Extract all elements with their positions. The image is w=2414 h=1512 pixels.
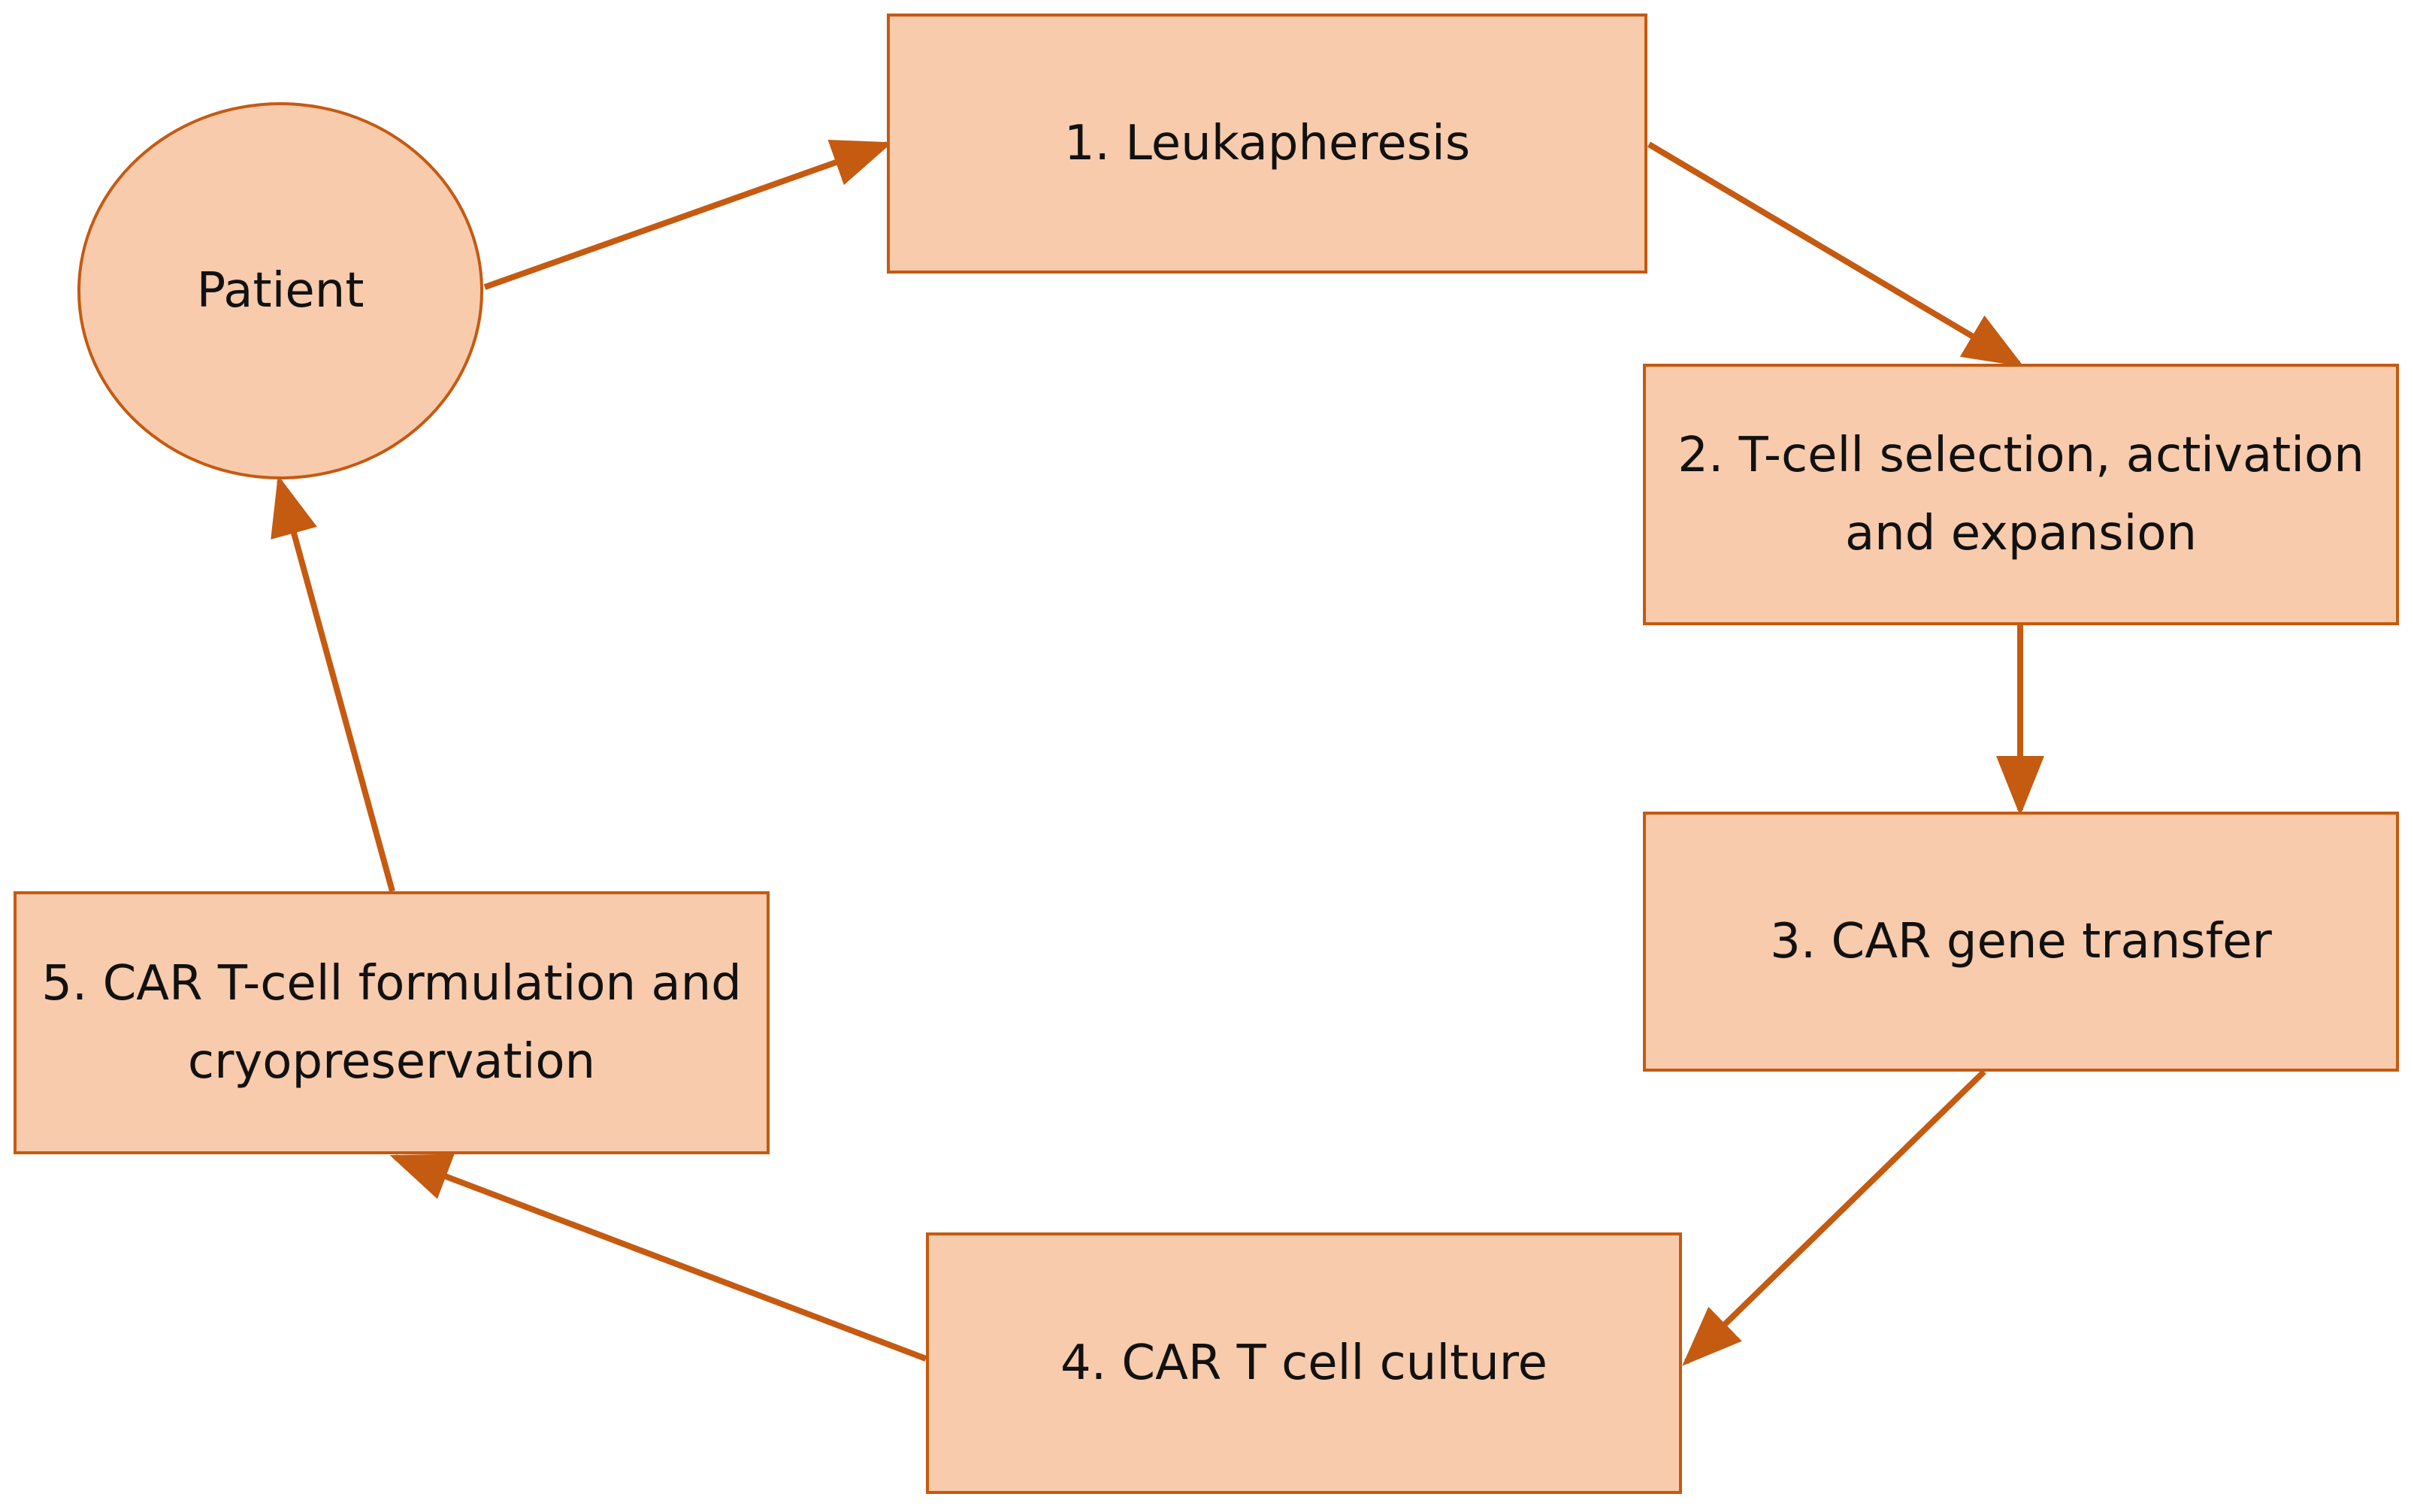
step-leukapheresis-box: 1. Leukapheresis: [887, 14, 1647, 274]
step-5-label: 5. CAR T-cell formulation and cryopreser…: [41, 956, 742, 1090]
step-tcell-selection-box: 2. T-cell selection, activation and expa…: [1643, 364, 2399, 625]
arrow-patient-to-step1: [483, 139, 893, 290]
step-formulation-cryopreservation-box: 5. CAR T-cell formulation and cryopreser…: [14, 891, 770, 1154]
step-2-label: 2. T-cell selection, activation and expa…: [1677, 428, 2364, 561]
patient-label: Patient: [196, 263, 365, 319]
step-3-label: 3. CAR gene transfer: [1770, 914, 2272, 969]
arrow-step4-to-step5: [389, 1154, 927, 1362]
arrow-step1-to-step2: [1647, 141, 2024, 367]
step-car-tcell-culture-box: 4. CAR T cell culture: [926, 1232, 1682, 1494]
arrow-step5-to-patient: [271, 475, 395, 893]
step-4-label: 4. CAR T cell culture: [1060, 1335, 1548, 1391]
step-car-gene-transfer-box: 3. CAR gene transfer: [1643, 812, 2399, 1072]
arrow-step3-to-step4: [1682, 1069, 1986, 1366]
step-1-label: 1. Leukapheresis: [1063, 116, 1471, 171]
patient-node: Patient: [77, 102, 483, 479]
